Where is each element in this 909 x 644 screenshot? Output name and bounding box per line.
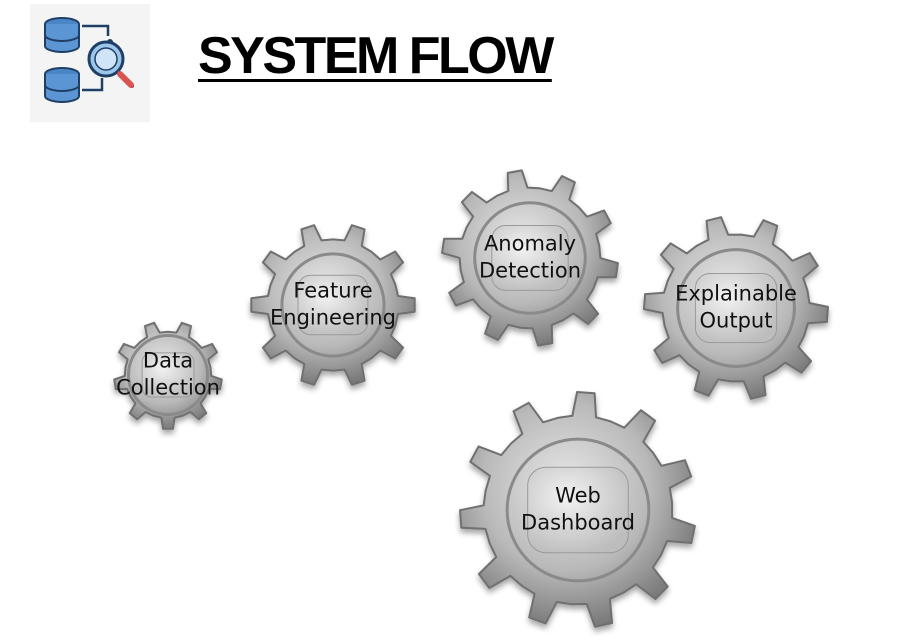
gear-explainable-output (643, 216, 829, 400)
gear-ring (280, 252, 386, 358)
gear-hub (527, 466, 629, 554)
gear-ring (676, 248, 796, 368)
gear-web-dashboard (459, 391, 696, 628)
database-search-icon (30, 4, 150, 122)
page-title: SYSTEM FLOW (198, 27, 554, 85)
gear-label-line: Engineering (270, 306, 396, 330)
gear-anomaly-detection (441, 169, 619, 347)
gear-label-line: Anomaly (483, 231, 577, 256)
gear-data-collection (113, 321, 223, 430)
gear-label-line: Feature (293, 278, 373, 303)
gear-feature-engineering (250, 224, 416, 386)
gear-label-line: Output (699, 309, 773, 333)
gear-ring (127, 334, 209, 416)
gear-label-line: Explainable (675, 281, 797, 306)
gear-hub (141, 352, 195, 398)
gear-label-line: Collection (116, 376, 220, 400)
gear-hub (297, 274, 369, 336)
gear-label-line: Detection (478, 259, 582, 283)
gear-ring (473, 201, 587, 315)
gear-label-line: Dashboard (521, 511, 635, 535)
gear-ring (505, 437, 651, 583)
gear-hub (694, 273, 778, 344)
gear-hub (491, 225, 569, 291)
gear-label-line: Data (142, 348, 194, 373)
gear-label-line: Web (555, 483, 601, 508)
